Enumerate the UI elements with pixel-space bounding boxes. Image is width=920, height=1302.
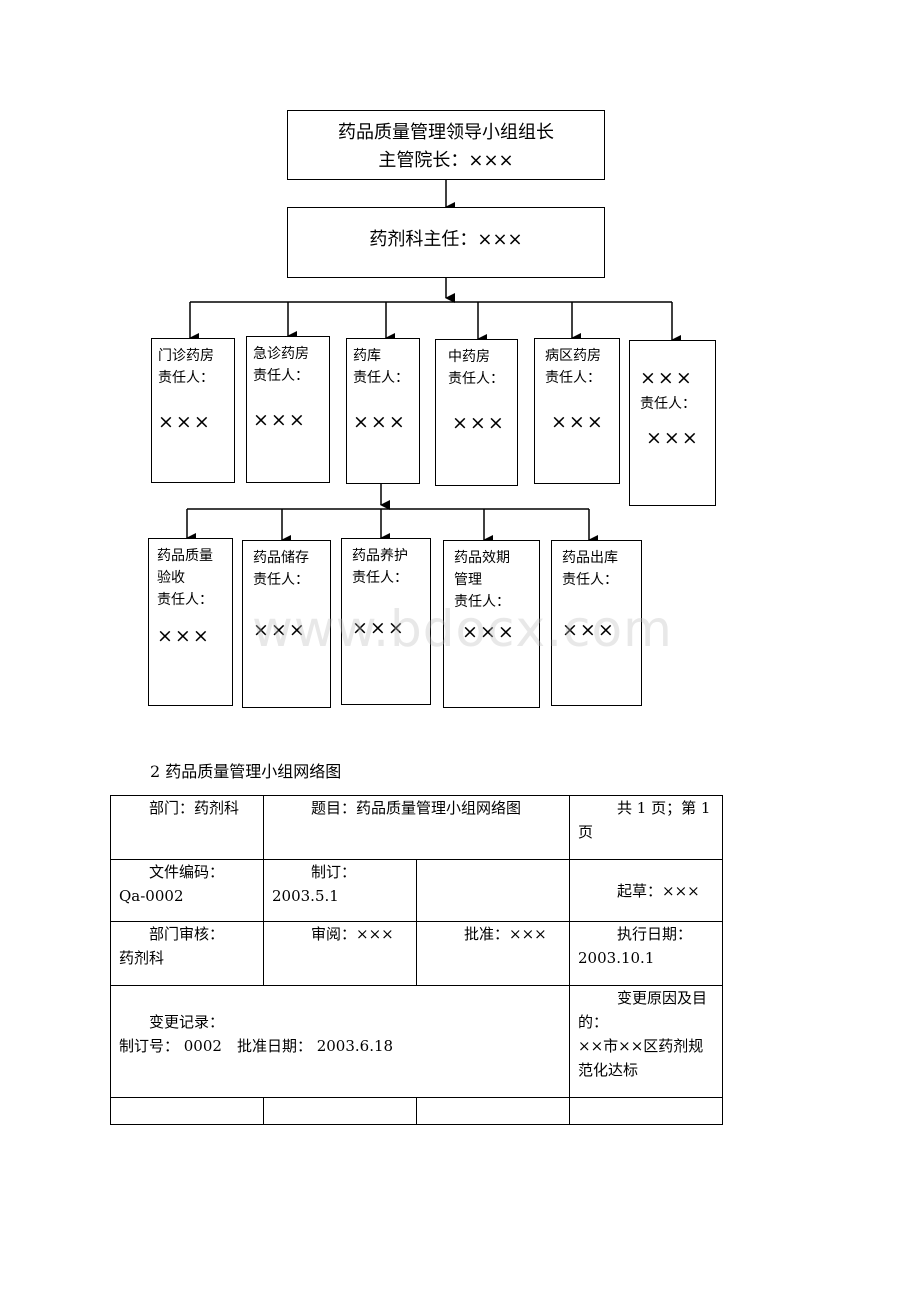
figure-caption: 2 药品质量管理小组网络图	[150, 762, 342, 781]
approve-cell: 批准：×××	[415, 921, 571, 986]
dept-person: ×××	[158, 411, 212, 433]
dept-box-emergency: 急诊药房 责任人： ×××	[246, 336, 330, 483]
dept-role: 责任人：	[158, 370, 214, 386]
org-chart-connectors	[186, 180, 681, 545]
pages-cell: 共 1 页；第 1 页	[569, 795, 724, 860]
revise-cell: 制订： 2003.5.1	[263, 859, 417, 922]
review-value: 审阅：×××	[311, 925, 394, 943]
dept-person: ×××	[452, 412, 506, 434]
sub-box-acceptance: 药品质量 验收 责任人： ×××	[148, 538, 233, 706]
sub-name: 药品出库	[562, 550, 618, 566]
code-value: Qa-0002	[119, 887, 184, 905]
dept-review-label: 部门审核：	[149, 925, 225, 943]
change-label: 变更记录：	[149, 1013, 225, 1031]
dept-role: 责任人：	[640, 396, 696, 412]
exec-label: 执行日期：	[617, 925, 693, 943]
dept-name: 门诊药房	[158, 348, 214, 364]
reason-cell: 变更原因及目的： ××市××区药剂规范化达标	[569, 985, 724, 1098]
director-label: 药剂科主任：×××	[369, 229, 523, 250]
exec-value: 2003.10.1	[578, 949, 655, 967]
change-cell: 变更记录： 制订号： 0002 批准日期： 2003.6.18	[109, 985, 571, 1098]
table-row	[110, 1097, 724, 1125]
change-detail: 制订号： 0002 批准日期： 2003.6.18	[119, 1037, 394, 1055]
dept-name: 药库	[353, 348, 381, 364]
document-control-table: 部门：药剂科 题目：药品质量管理小组网络图 共 1 页；第 1 页 文件编码： …	[109, 795, 724, 1125]
sub-person: ×××	[462, 621, 516, 643]
dept-name: 病区药房	[545, 348, 601, 364]
dept-person: ×××	[646, 427, 700, 449]
dept-box-ward-pharmacy: 病区药房 责任人： ×××	[534, 338, 620, 484]
dept-person: ×××	[253, 409, 307, 431]
director-box: 药剂科主任：×××	[287, 207, 605, 278]
sub-role: 责任人：	[157, 592, 213, 608]
dept-role: 责任人：	[253, 368, 309, 384]
dept-box-outpatient: 门诊药房 责任人： ×××	[151, 338, 235, 483]
code-cell: 文件编码： Qa-0002	[110, 859, 264, 922]
leader-subtitle: 主管院长：×××	[378, 150, 514, 171]
code-label: 文件编码：	[149, 863, 225, 881]
sub-name-line2: 管理	[454, 572, 482, 588]
sub-name: 药品效期	[454, 550, 510, 566]
sub-role: 责任人：	[253, 572, 309, 588]
sub-person: ×××	[253, 619, 307, 641]
empty-cell	[415, 1097, 571, 1125]
sub-box-expiry: 药品效期 管理 责任人： ×××	[443, 540, 540, 708]
sub-box-maintenance: 药品养护 责任人： ×××	[341, 538, 431, 705]
dept-person: ×××	[353, 411, 407, 433]
dept-name: ×××	[640, 367, 694, 389]
dept-review-value: 药剂科	[119, 949, 165, 967]
dept-box-chinese-medicine: 中药房 责任人： ×××	[435, 339, 518, 486]
sub-box-outbound: 药品出库 责任人： ×××	[551, 540, 642, 706]
sub-name: 药品质量	[157, 548, 213, 564]
draft-cell: 起草：×××	[569, 859, 724, 922]
dept-person: ×××	[551, 411, 605, 433]
sub-person: ×××	[562, 619, 616, 641]
table-row: 部门：药剂科 题目：药品质量管理小组网络图 共 1 页；第 1 页	[110, 795, 724, 860]
table-row: 部门审核： 药剂科 审阅：××× 批准：××× 执行日期： 2003.10.1	[110, 921, 724, 986]
dept-role: 责任人：	[353, 370, 409, 386]
empty-cell	[263, 1097, 417, 1125]
dept-box-other: ××× 责任人： ×××	[629, 340, 716, 506]
sub-role: 责任人：	[352, 570, 408, 586]
reason-value: ××市××区药剂规范化达标	[578, 1037, 704, 1079]
empty-cell	[110, 1097, 264, 1125]
dept-role: 责任人：	[545, 370, 601, 386]
dept-name: 急诊药房	[253, 346, 309, 362]
subject-cell: 题目：药品质量管理小组网络图	[262, 795, 571, 860]
sub-name: 药品储存	[253, 550, 309, 566]
leader-box: 药品质量管理领导小组组长 主管院长：×××	[287, 110, 605, 180]
sub-name: 药品养护	[352, 548, 408, 564]
revise-label: 制订：	[311, 863, 357, 881]
dept-review-cell: 部门审核： 药剂科	[110, 921, 264, 986]
empty-cell	[415, 859, 571, 922]
reason-label: 变更原因及目的：	[578, 989, 708, 1031]
sub-person: ×××	[157, 625, 211, 647]
sub-person: ×××	[352, 617, 406, 639]
exec-cell: 执行日期： 2003.10.1	[569, 921, 724, 986]
table-row: 变更记录： 制订号： 0002 批准日期： 2003.6.18 变更原因及目的：…	[109, 985, 724, 1098]
sub-role: 责任人：	[562, 572, 618, 588]
sub-name-line2: 验收	[157, 570, 185, 586]
approve-value: 批准：×××	[464, 925, 547, 943]
review-cell: 审阅：×××	[263, 921, 417, 986]
dept-box-warehouse: 药库 责任人： ×××	[346, 338, 420, 484]
sub-role: 责任人：	[454, 594, 510, 610]
sub-box-storage: 药品储存 责任人： ×××	[242, 540, 331, 708]
draft-value: 起草：×××	[617, 881, 700, 900]
empty-cell	[569, 1097, 724, 1125]
revise-value: 2003.5.1	[272, 887, 339, 905]
dept-role: 责任人：	[448, 371, 504, 387]
leader-title: 药品质量管理领导小组组长	[338, 122, 554, 143]
dept-name: 中药房	[448, 349, 490, 365]
dept-cell: 部门：药剂科	[110, 795, 264, 860]
table-row: 文件编码： Qa-0002 制订： 2003.5.1 起草：×××	[110, 859, 724, 922]
